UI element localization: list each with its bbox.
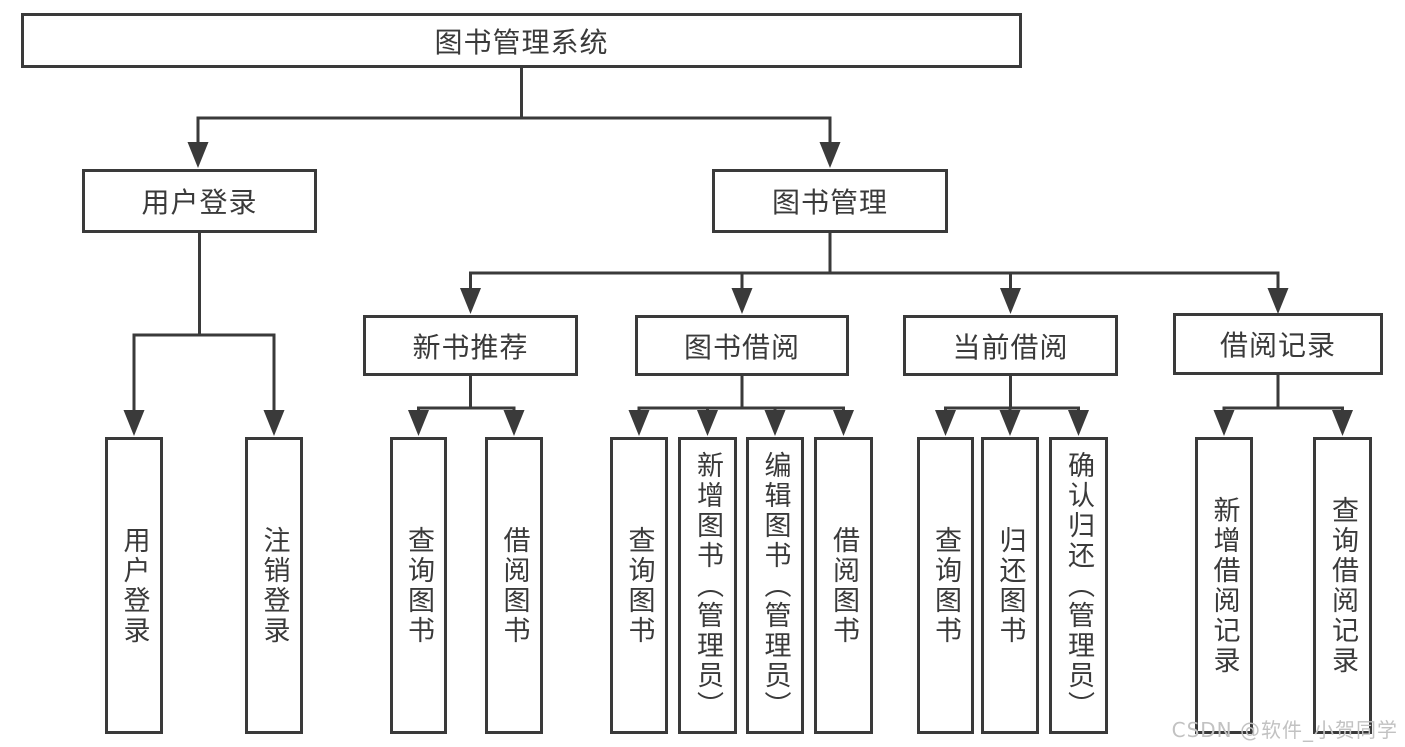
leaf-borrow-query-book: 查询图书 [610,437,668,734]
leaf-recommend-borrow-book-label: 借阅图书 [498,525,530,646]
leaf-current-return-book: 归还图书 [981,437,1039,734]
node-root: 图书管理系统 [21,13,1022,68]
leaf-current-query-book: 查询图书 [917,437,974,734]
node-book-management: 图书管理 [712,169,948,233]
node-borrow-record: 借阅记录 [1173,313,1383,375]
arrow-icon [1068,410,1089,436]
arrow-icon [833,410,854,436]
node-current-borrow-label: 当前借阅 [952,330,1069,364]
leaf-record-add: 新增借阅记录 [1195,437,1253,734]
arrow-icon [731,288,753,314]
arrow-icon [503,410,525,436]
leaf-borrow-edit-book-admin: 编辑图书（管理员） [746,437,804,734]
arrow-icon [460,288,481,314]
arrow-icon [1267,288,1289,314]
leaf-current-query-book-label: 查询图书 [930,525,961,646]
arrow-icon [263,410,285,436]
arrow-icon [764,410,786,436]
leaf-borrow-add-book-admin-label: 新增图书（管理员） [692,450,723,721]
arrow-icon [697,410,718,436]
arrow-icon [123,410,145,436]
leaf-borrow-add-book-admin: 新增图书（管理员） [678,437,737,734]
arrow-icon [408,410,429,436]
leaf-recommend-borrow-book: 借阅图书 [485,437,543,734]
leaf-borrow-query-book-label: 查询图书 [623,525,655,646]
connector-root-branch [196,65,832,144]
leaf-borrow-edit-book-admin-label: 编辑图书（管理员） [759,450,791,721]
arrowheads [123,142,1353,436]
arrow-icon [1213,410,1235,436]
node-user-login-label: 用户登录 [141,186,258,219]
leaf-record-query-label: 查询借阅记录 [1327,495,1358,676]
arrow-icon [999,410,1021,436]
node-new-book-recommend-label: 新书推荐 [412,330,529,364]
arrow-icon [1000,288,1021,314]
node-root-label: 图书管理系统 [434,25,609,59]
leaf-user-login: 用户登录 [105,437,163,734]
arrow-icon [935,410,956,436]
leaf-logout: 注销登录 [245,437,303,734]
node-book-management-label: 图书管理 [771,186,888,219]
connector-borrow-branch [637,374,845,413]
connector-book-mgmt-branch [469,231,1280,290]
arrow-icon [1332,410,1353,436]
node-new-book-recommend: 新书推荐 [363,315,578,376]
node-user-login: 用户登录 [82,169,317,233]
leaf-user-login-label: 用户登录 [118,525,150,646]
leaf-current-confirm-return-admin-label: 确认归还（管理员） [1063,450,1094,721]
node-current-borrow: 当前借阅 [903,315,1118,376]
leaf-recommend-query-book: 查询图书 [390,437,447,734]
leaf-borrow-borrow-book-label: 借阅图书 [828,525,859,646]
leaf-borrow-borrow-book: 借阅图书 [814,437,873,734]
arrow-icon [628,410,650,436]
connector-recommend-branch [417,374,516,413]
watermark: CSDN @软件_小贺同学 [1171,718,1398,742]
connector-current-branch [944,374,1080,413]
leaf-record-query: 查询借阅记录 [1313,437,1372,734]
leaf-record-add-label: 新增借阅记录 [1208,495,1240,676]
node-borrow-record-label: 借阅记录 [1219,329,1336,362]
leaf-logout-label: 注销登录 [258,525,290,646]
arrow-icon [187,142,209,168]
leaf-recommend-query-book-label: 查询图书 [403,525,434,646]
connector-records-branch [1222,371,1344,413]
arrow-icon [819,142,841,168]
leaf-current-return-book-label: 归还图书 [994,525,1026,646]
node-book-borrow-label: 图书借阅 [683,330,800,364]
leaf-current-confirm-return-admin: 确认归还（管理员） [1049,437,1108,734]
node-book-borrow: 图书借阅 [635,315,849,376]
connector-user-branch [132,231,276,412]
